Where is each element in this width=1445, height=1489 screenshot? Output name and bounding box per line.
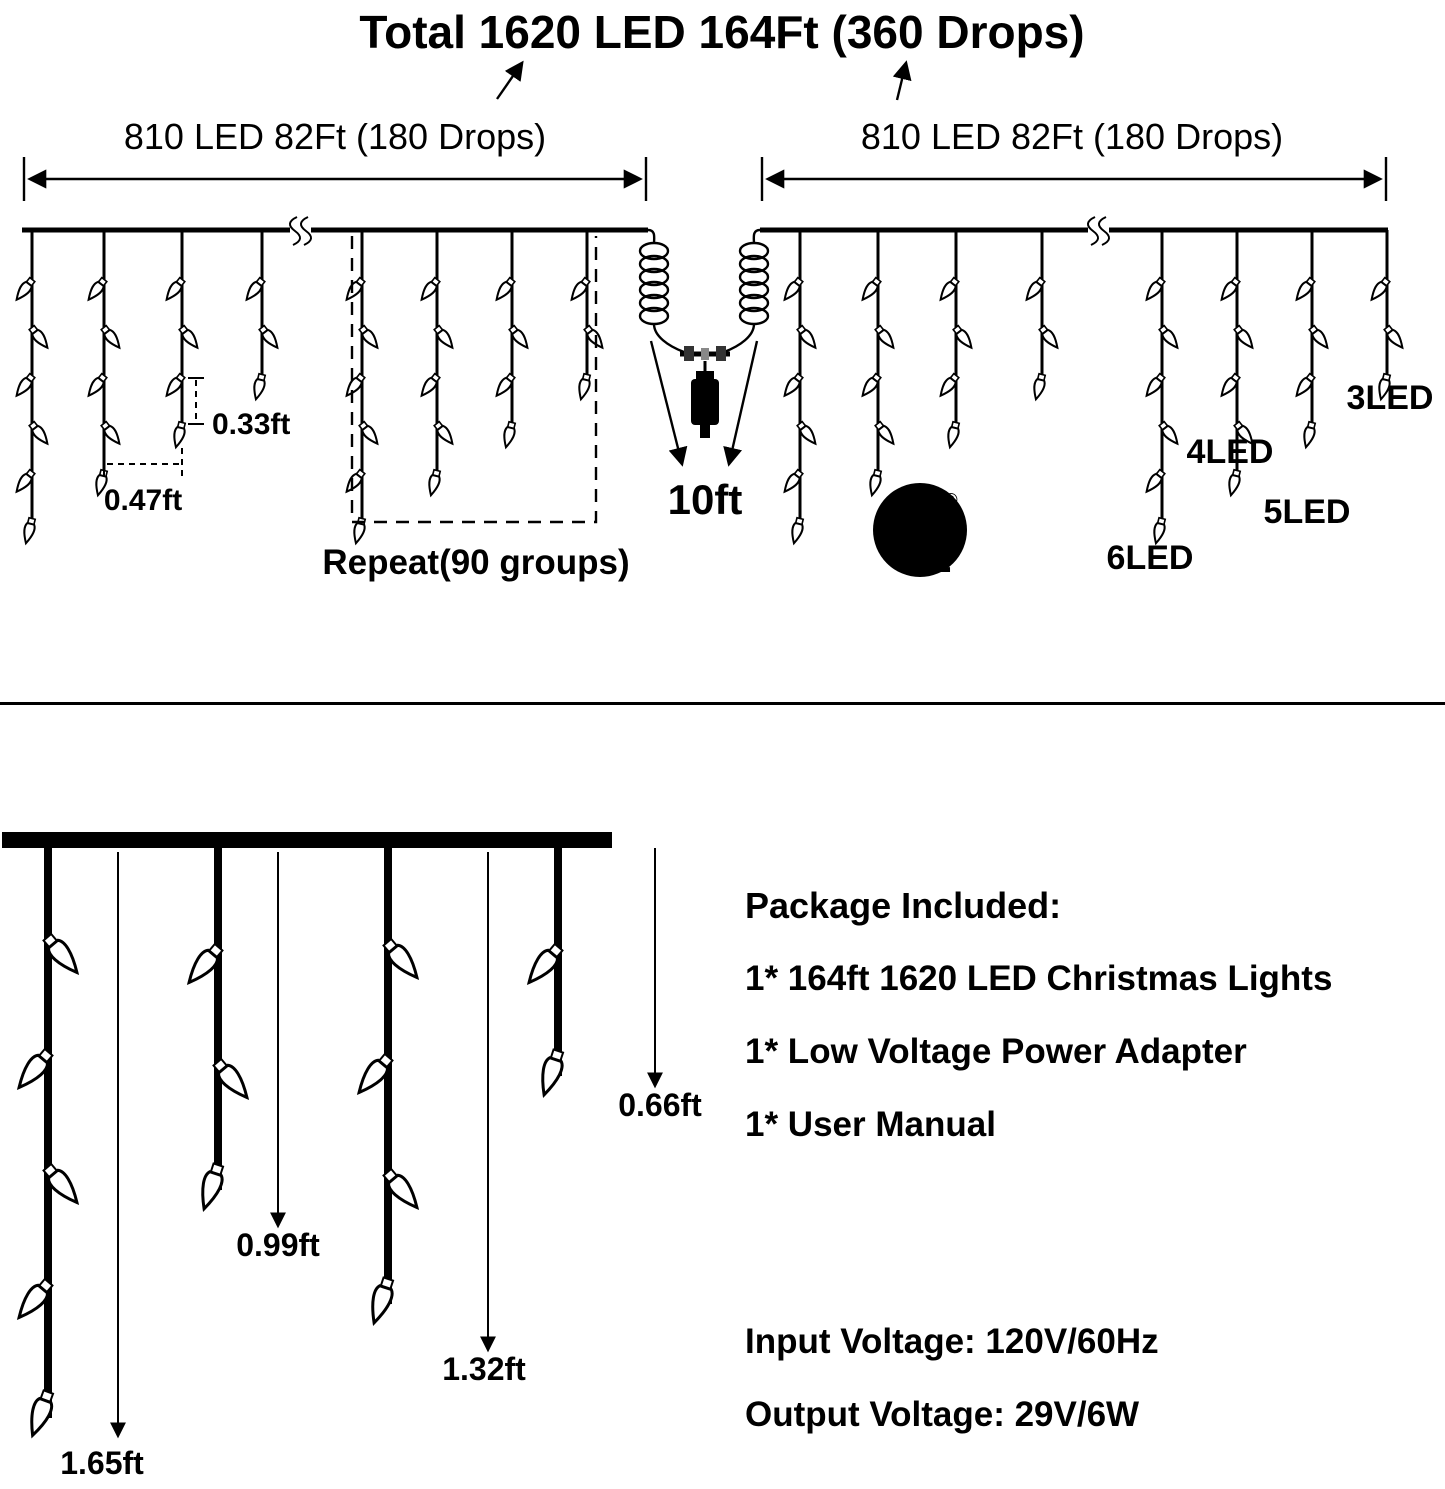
ul-logo: U L ®	[873, 483, 967, 582]
icicle-drop-5led	[859, 230, 898, 496]
detail-drop-4	[520, 848, 569, 1100]
measure-drop-3: 1.32ft	[442, 852, 526, 1387]
icicle-drop-6led	[343, 230, 382, 544]
wiring-diagram: Total 1620 LED 164Ft (360 Drops) 810 LED…	[0, 6, 1434, 582]
bulb-spacing-measure: 0.33ft	[188, 377, 290, 441]
drop1-length-label: 1.65ft	[60, 1445, 144, 1481]
label-4led: 4LED	[1187, 433, 1274, 471]
icicle-drop-4led	[937, 230, 976, 448]
section-divider	[0, 702, 1445, 705]
center-gap-label: 10ft	[668, 476, 743, 523]
package-item-lights: 1* 164ft 1620 LED Christmas Lights	[745, 959, 1333, 998]
drop2-length-label: 0.99ft	[236, 1227, 320, 1263]
wire-break-icon	[289, 216, 312, 246]
icicle-drop-4led	[1293, 230, 1332, 448]
package-item-adapter: 1* Low Voltage Power Adapter	[745, 1032, 1247, 1071]
left-section-label: 810 LED 82Ft (180 Drops)	[124, 116, 546, 157]
right-span-dimension	[760, 157, 1388, 201]
package-heading: Package Included:	[745, 885, 1062, 926]
icicle-drop-3led	[243, 230, 282, 400]
drop-spacing-measure: 0.47ft	[103, 448, 183, 517]
drop4-length-label: 0.66ft	[618, 1087, 702, 1123]
icicle-drop-3led	[1023, 230, 1062, 400]
right-coil	[723, 228, 770, 354]
ul-logo-registered: ®	[944, 490, 957, 510]
measure-drop-1: 1.65ft	[60, 852, 144, 1481]
diagram-title: Total 1620 LED 164Ft (360 Drops)	[359, 6, 1084, 58]
title-arrow-left	[496, 60, 524, 100]
bulb-spacing-label: 0.33ft	[212, 408, 290, 441]
drop3-length-label: 1.32ft	[442, 1351, 526, 1387]
detail-drop-3	[350, 848, 426, 1328]
power-plug	[680, 346, 730, 438]
gap-arrow-left	[649, 340, 688, 467]
icicle-drop-6led	[1143, 230, 1182, 544]
package-included-block: Package Included: 1* 164ft 1620 LED Chri…	[745, 886, 1332, 1178]
icicle-drop-3led	[568, 230, 607, 400]
drop-spacing-label: 0.47ft	[104, 484, 182, 517]
repeat-label: Repeat(90 groups)	[322, 543, 629, 582]
ul-logo-u: U	[890, 506, 922, 555]
left-coil	[638, 228, 685, 354]
icicle-drop-5led	[85, 230, 124, 496]
label-3led: 3LED	[1347, 379, 1434, 417]
package-item-manual: 1* User Manual	[745, 1105, 996, 1144]
measure-drop-2: 0.99ft	[236, 852, 320, 1263]
detail-drop-1	[10, 848, 86, 1440]
gap-arrow-right	[723, 340, 759, 467]
input-voltage-spec: Input Voltage: 120V/60Hz	[745, 1322, 1159, 1361]
label-5led: 5LED	[1264, 493, 1351, 531]
right-section-label: 810 LED 82Ft (180 Drops)	[861, 116, 1283, 157]
icicle-drop-3led	[1368, 230, 1407, 400]
main-wire-bar	[2, 832, 612, 848]
ul-logo-l: L	[925, 533, 952, 582]
drop-detail-diagram: 1.65ft 0.99ft 1.32ft 0.66ft	[2, 832, 702, 1481]
output-voltage-spec: Output Voltage: 29V/6W	[745, 1395, 1140, 1434]
voltage-spec-block: Input Voltage: 120V/60Hz Output Voltage:…	[745, 1322, 1159, 1468]
label-6led: 6LED	[1107, 539, 1194, 577]
title-arrow-right	[892, 60, 912, 101]
left-span-dimension	[22, 157, 648, 201]
wire-break-icon	[1087, 216, 1110, 246]
icicle-drop-6led	[781, 230, 820, 544]
icicle-drop-4led	[493, 230, 532, 448]
detail-drop-2	[180, 848, 256, 1214]
repeat-group-box: Repeat(90 groups)	[322, 236, 630, 582]
icicle-drop-6led	[13, 230, 52, 544]
icicle-drop-5led	[418, 230, 457, 496]
measure-drop-4: 0.66ft	[618, 848, 702, 1123]
